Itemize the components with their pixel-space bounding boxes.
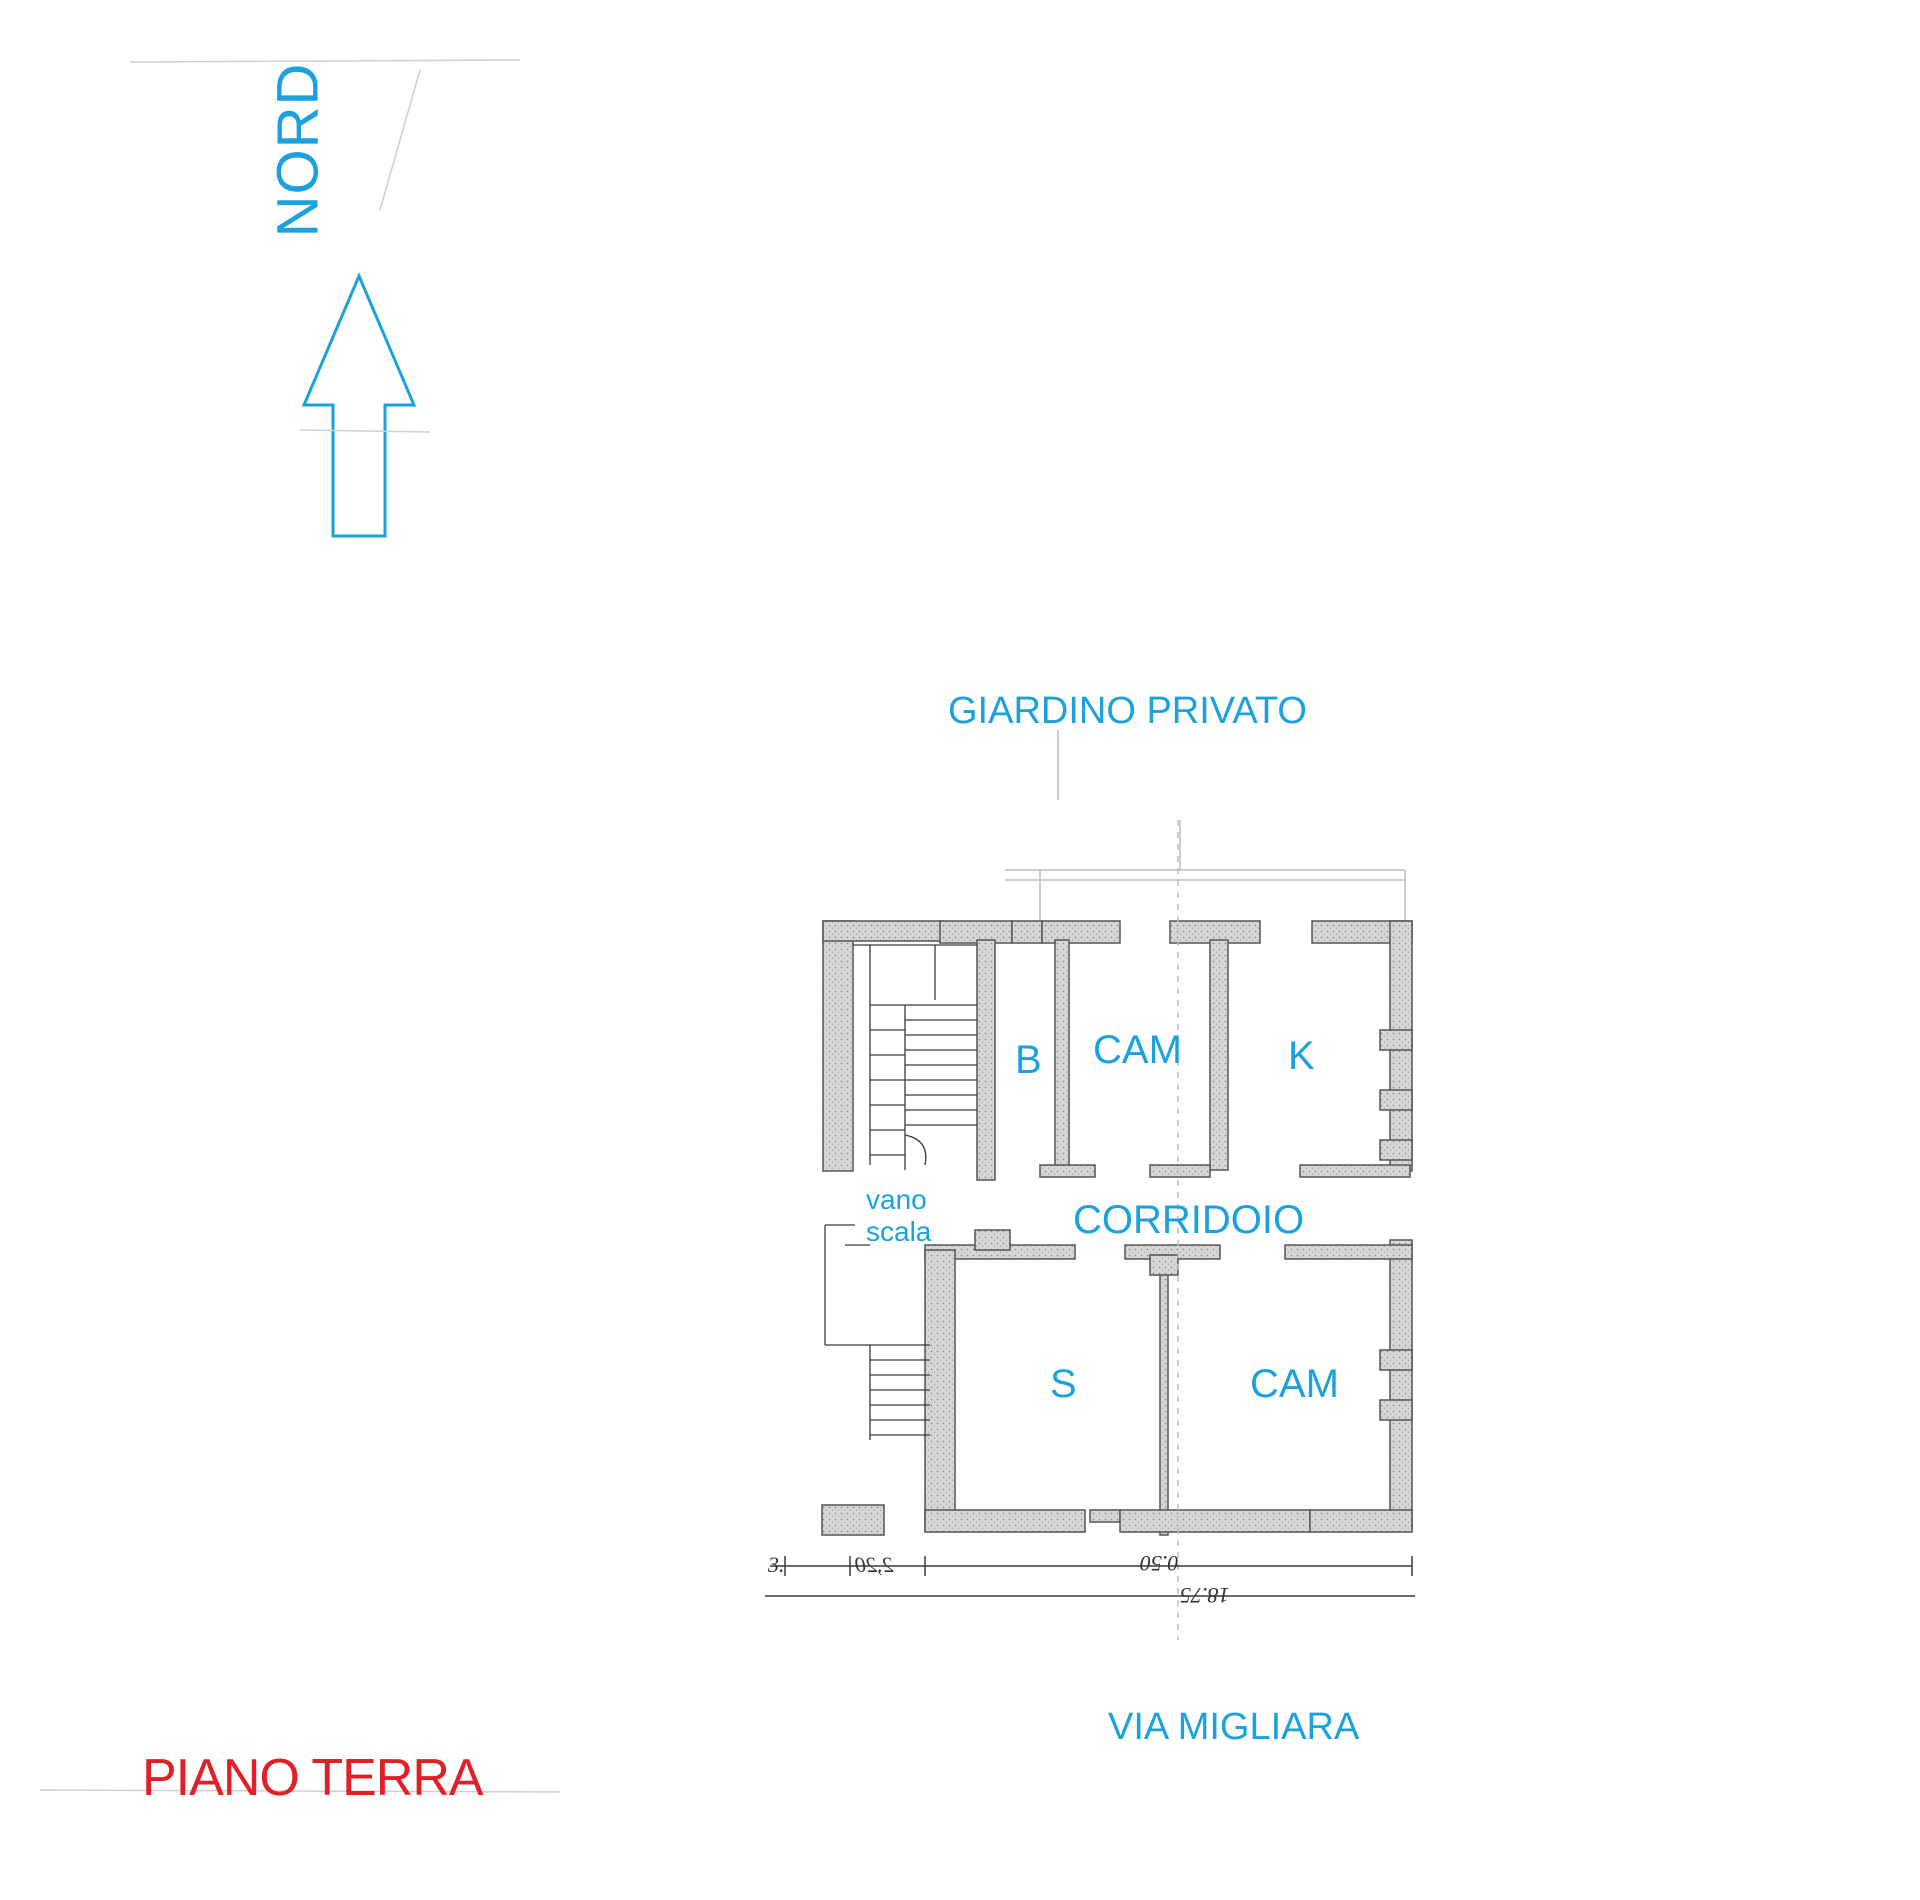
north-label: NORD [265,62,331,238]
garden-label: GIARDINO PRIVATO [948,690,1307,732]
dimension-total: 18.75 [1180,1583,1230,1608]
room-label-bedroom-south: CAM [1250,1362,1339,1406]
garden-lines [1005,730,1406,930]
room-label-bath: B [1015,1038,1042,1082]
room-label-stair-line1: vano [866,1184,927,1215]
walls [821,920,1413,1536]
dimension-3: 0.50 [1140,1551,1179,1576]
dimension-1: 3. [768,1552,785,1577]
floor-title: PIANO TERRA [142,1749,484,1807]
room-label-living: S [1050,1362,1077,1406]
room-label-kitchen: K [1288,1034,1315,1078]
street-label: VIA MIGLIARA [1108,1706,1360,1748]
dimension-lines [765,1556,1415,1597]
stair-treads [824,944,977,1440]
dimension-2: 2,20 [855,1552,894,1577]
room-label-stair-line2: scala [866,1216,932,1247]
scan-artifacts [39,59,561,1793]
north-arrow-icon [301,272,417,538]
room-label-corridor: CORRIDOIO [1073,1198,1305,1242]
room-label-bedroom-north: CAM [1093,1028,1182,1072]
